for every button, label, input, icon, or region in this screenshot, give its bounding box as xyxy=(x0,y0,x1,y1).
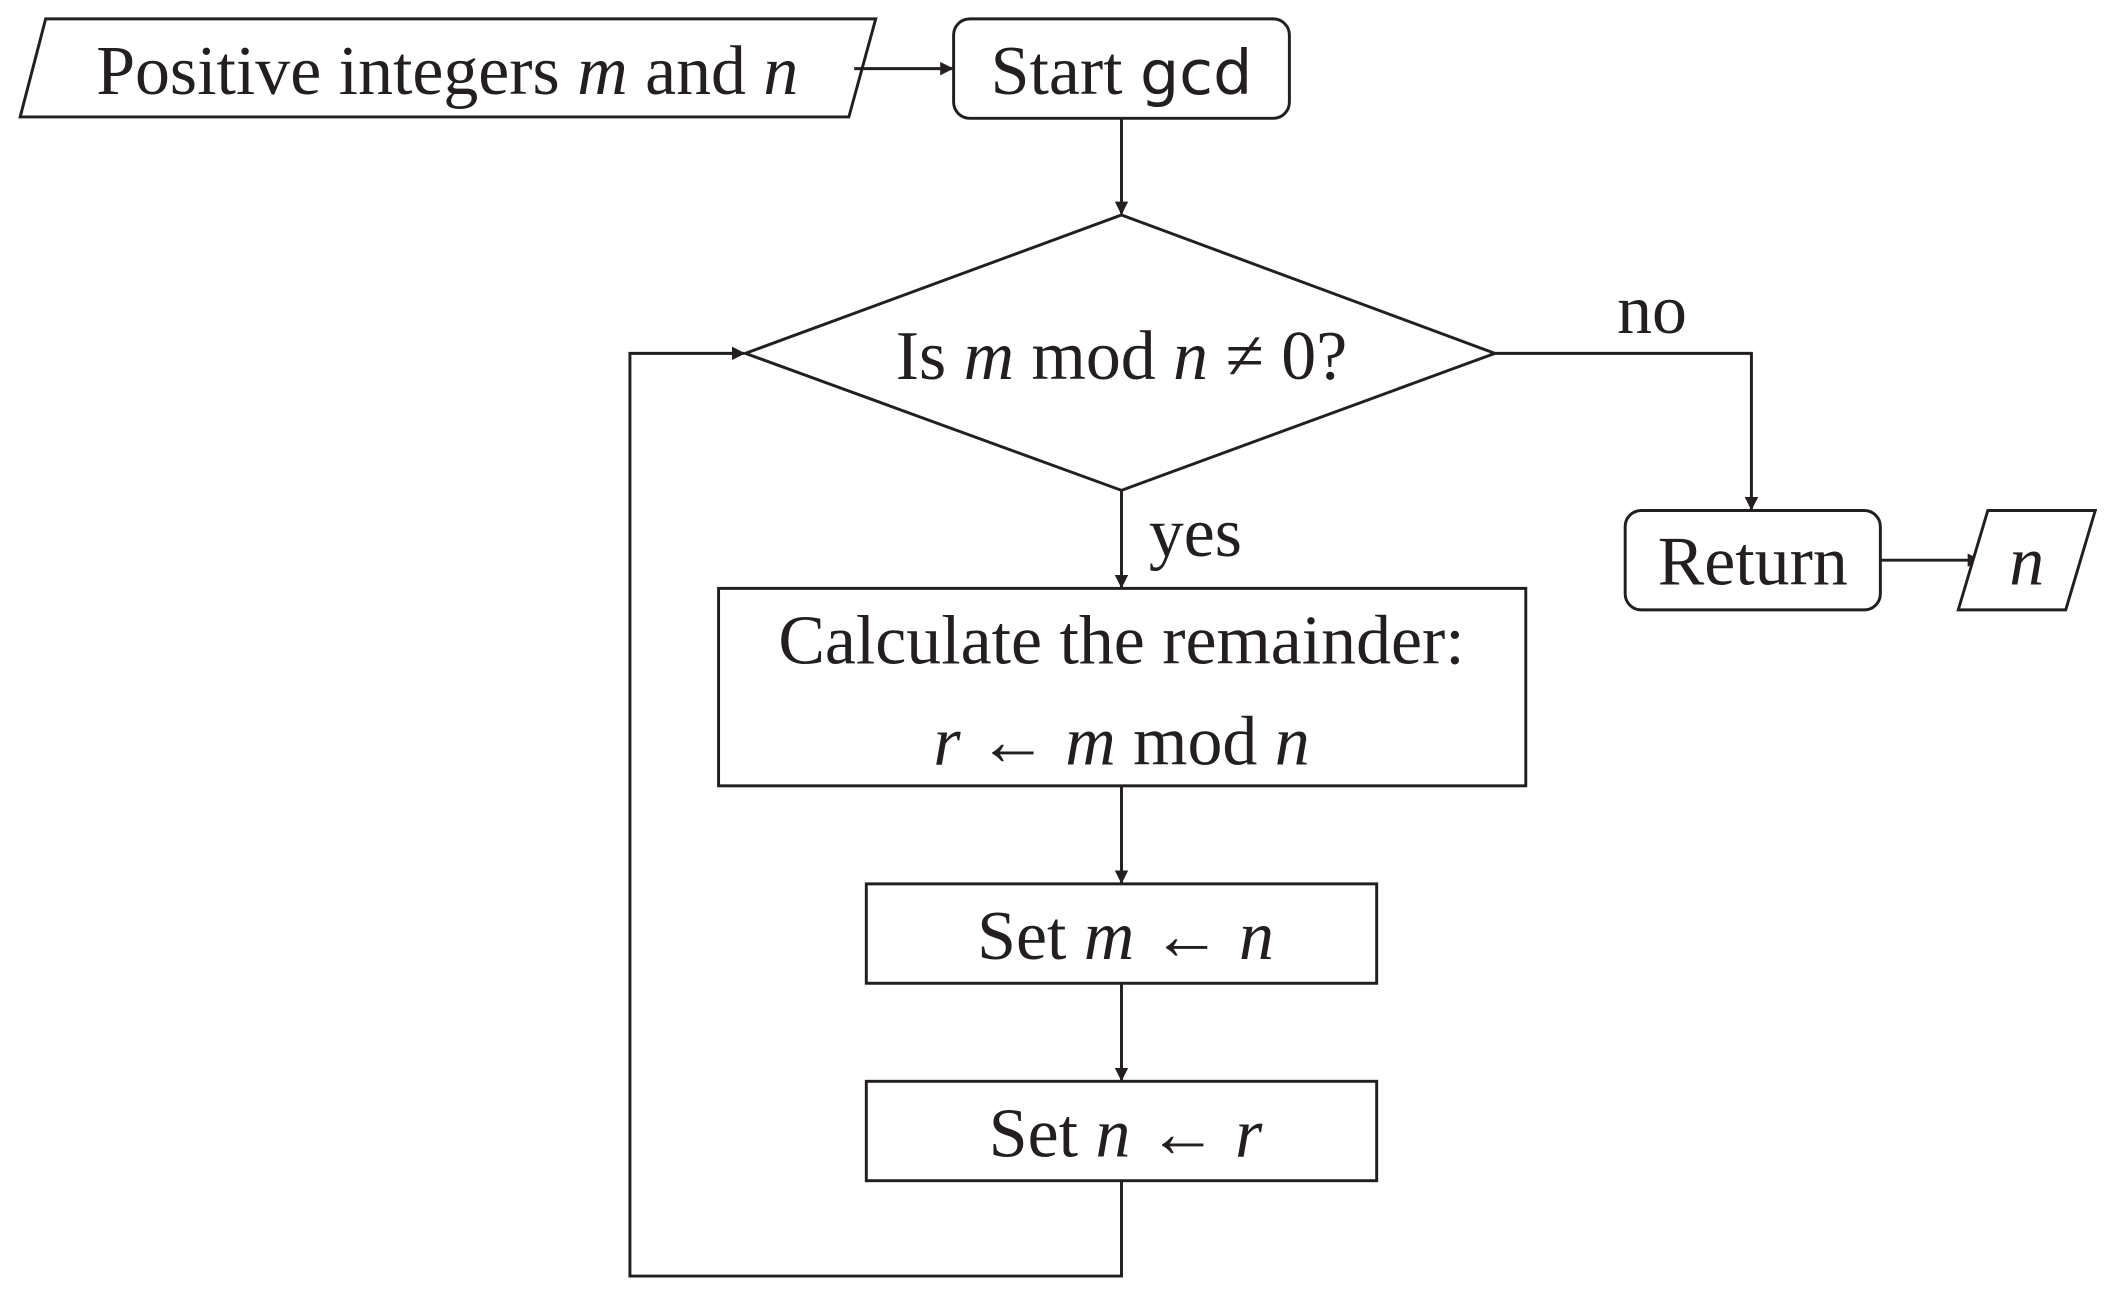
return-label: Return xyxy=(1658,523,1848,600)
calc-node: Calculate the remainder: r ← m mod n xyxy=(717,586,1528,788)
edge-no-to-return xyxy=(1494,351,1759,511)
output-label: n xyxy=(2009,523,2044,600)
start-node: Start gcd xyxy=(952,17,1291,120)
no-label: no xyxy=(1617,272,1687,349)
set-n-label: Set n ← r xyxy=(989,1096,1263,1173)
start-label: Start gcd xyxy=(991,33,1253,110)
output-node: n xyxy=(1956,509,2098,612)
yes-label: yes xyxy=(1149,495,1242,572)
calc-label-line2: r ← m mod n xyxy=(933,703,1309,780)
decision-node: Is m mod n ≠ 0? xyxy=(741,213,1500,492)
set-m-node: Set m ← n xyxy=(864,882,1379,985)
decision-label: Is m mod n ≠ 0? xyxy=(896,318,1347,395)
input-label: Positive integers m and n xyxy=(96,33,798,110)
input-node: Positive integers m and n xyxy=(18,17,878,119)
set-m-label: Set m ← n xyxy=(977,898,1274,975)
set-n-node: Set n ← r xyxy=(864,1079,1379,1183)
edge-loop-back-to-decision xyxy=(628,346,1123,1278)
return-node: Return xyxy=(1623,509,1882,612)
calc-label-line1: Calculate the remainder: xyxy=(778,603,1464,680)
